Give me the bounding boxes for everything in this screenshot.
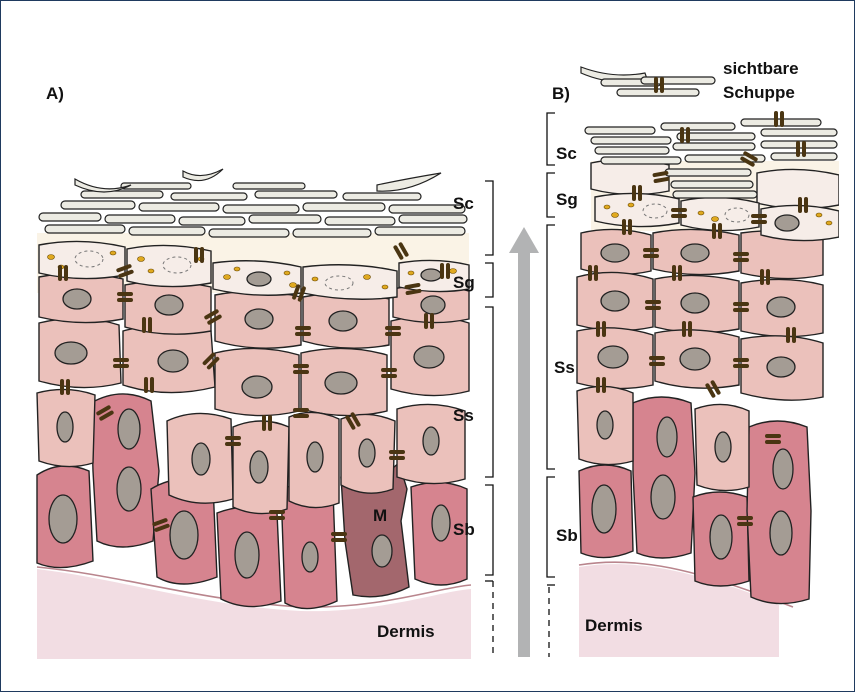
layer-label-sc-b: Sc (556, 144, 577, 163)
layer-braces-b (547, 113, 555, 585)
panel-a: A) (37, 84, 493, 659)
visible-scale (581, 67, 715, 96)
layer-braces-a (485, 181, 493, 657)
layer-label-sb-b: Sb (556, 526, 578, 545)
visible-scale-label-line2: Schuppe (723, 83, 795, 102)
up-arrow-icon (509, 227, 539, 657)
layer-label-ss-b: Ss (554, 358, 575, 377)
layer-label-sg-b: Sg (556, 190, 578, 209)
panel-b: B) sichtbare Schuppe (547, 59, 839, 657)
layer-label-sc-a: Sc (453, 194, 474, 213)
melanocyte-label: M (373, 506, 387, 525)
layer-label-ss-a: Ss (453, 406, 474, 425)
panel-a-label: A) (46, 84, 64, 103)
dermis-label-a: Dermis (377, 622, 435, 641)
panel-b-label: B) (552, 84, 570, 103)
layer-label-sb-a: Sb (453, 520, 475, 539)
visible-scale-label-line1: sichtbare (723, 59, 799, 78)
dermis-label-b: Dermis (585, 616, 643, 635)
layer-label-sg-a: Sg (453, 273, 475, 292)
